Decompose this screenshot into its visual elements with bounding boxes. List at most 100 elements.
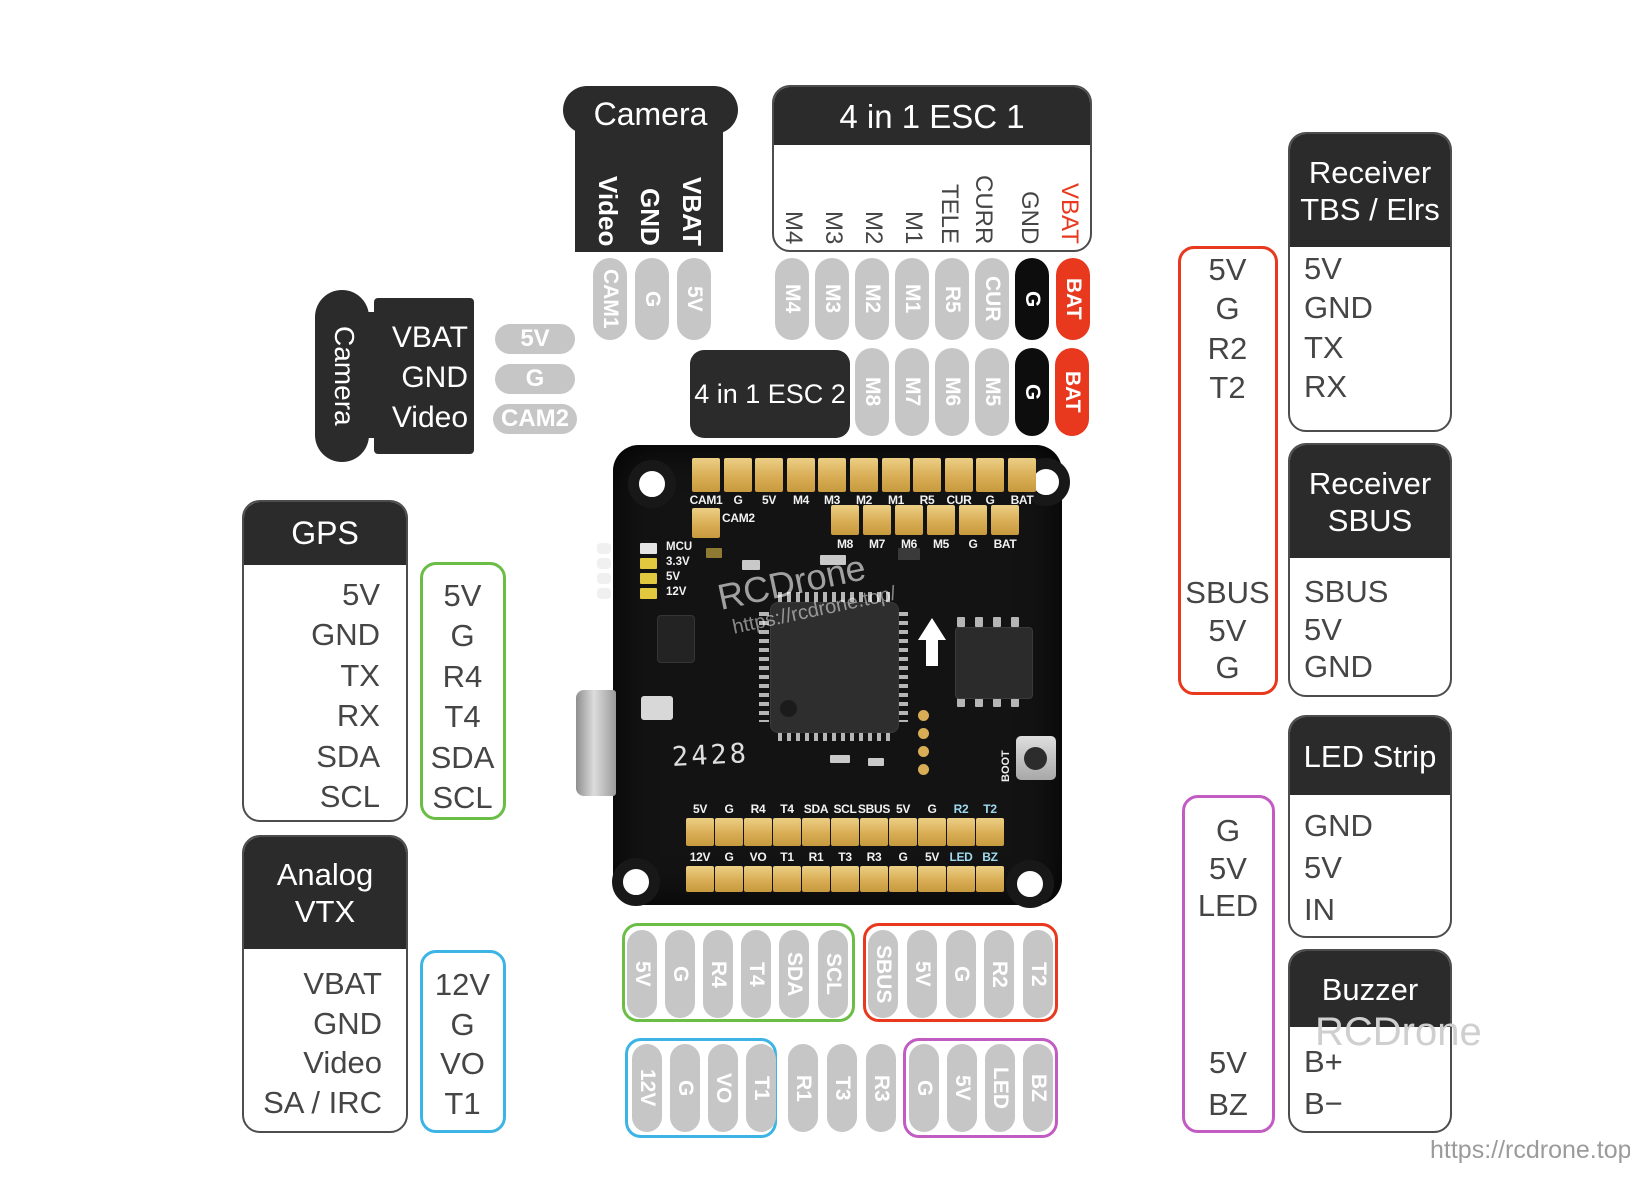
uart-pad-r3: R3 bbox=[866, 1044, 896, 1132]
silkscreen-label: 5V bbox=[924, 850, 940, 864]
esc1-pad-gnd: G bbox=[1015, 258, 1049, 340]
silkscreen-label: G bbox=[968, 537, 978, 551]
camera-left-pad: CAM2 bbox=[493, 404, 577, 434]
camera-top-pad: 5V bbox=[677, 258, 711, 340]
buzzer-title: Buzzer bbox=[1290, 951, 1450, 1027]
uart4-pad: SDA bbox=[779, 930, 809, 1018]
camera-left-pad: G bbox=[495, 364, 575, 394]
esc1-pad: R5 bbox=[935, 258, 969, 340]
led-label: 12V bbox=[666, 586, 687, 598]
receiver-sbus-panel: Receiver SBUS SBUS 5V GND bbox=[1288, 443, 1452, 697]
board-pad bbox=[692, 458, 720, 492]
esc1-pad: CUR bbox=[975, 258, 1009, 340]
board-pad bbox=[787, 458, 815, 492]
board-pad bbox=[686, 818, 714, 846]
board-pad bbox=[818, 458, 846, 492]
esc2-pad-gnd: G bbox=[1015, 348, 1049, 436]
board-pad bbox=[976, 818, 1004, 846]
silkscreen-label: CUR bbox=[946, 493, 972, 507]
mounting-hole bbox=[612, 858, 660, 906]
board-pad bbox=[715, 818, 743, 846]
silkscreen-label: BAT bbox=[993, 537, 1017, 551]
board-pad bbox=[976, 458, 1004, 492]
board-pad bbox=[882, 458, 910, 492]
silkscreen-label: M1 bbox=[887, 493, 905, 507]
analog-vtx-panel: Analog VTX VBAT GND Video SA / IRC bbox=[242, 835, 408, 1133]
receiver-pad-group: 5V G R2 T2 SBUS 5V G bbox=[1178, 246, 1278, 695]
silkscreen-label: LED bbox=[949, 850, 973, 864]
uart4-pad: SCL bbox=[818, 930, 848, 1018]
silkscreen-label: R4 bbox=[750, 802, 766, 816]
board-pad bbox=[692, 508, 720, 538]
receiver-sbus-pads: SBUS 5V G bbox=[1185, 575, 1270, 685]
buzzer-pads: 5V BZ bbox=[1208, 1045, 1248, 1122]
board-pad bbox=[947, 866, 975, 892]
board-pad bbox=[889, 818, 917, 846]
via bbox=[918, 746, 929, 757]
uart4-group-outline bbox=[622, 923, 855, 1022]
board-pad bbox=[802, 818, 830, 846]
gps-title: GPS bbox=[244, 502, 406, 565]
esc1-panel: 4 in 1 ESC 1 bbox=[772, 85, 1092, 252]
gps-pins: 5V GND TX RX SDA SCL bbox=[311, 577, 380, 815]
camera-left-pad: 5V bbox=[495, 324, 575, 354]
board-pad bbox=[831, 818, 859, 846]
esc1-title: 4 in 1 ESC 1 bbox=[774, 87, 1090, 145]
barometer-chip bbox=[641, 696, 673, 720]
vtx-pad: T1 bbox=[746, 1044, 776, 1132]
silkscreen-label: M3 bbox=[823, 493, 841, 507]
board-pad bbox=[945, 458, 973, 492]
receiver-tbs-pins: 5V GND TX RX bbox=[1304, 251, 1373, 404]
silkscreen-label: M4 bbox=[792, 493, 810, 507]
esc1-pin: CURR bbox=[970, 174, 997, 244]
board-pad bbox=[895, 505, 923, 535]
camera-top-pin: VBAT bbox=[677, 177, 707, 246]
board-pad bbox=[913, 458, 941, 492]
silkscreen-label: G bbox=[898, 850, 908, 864]
led-strip-panel: LED Strip GND 5V IN bbox=[1288, 715, 1452, 938]
vtx-pad: G bbox=[670, 1044, 700, 1132]
led-bz-pad: LED bbox=[985, 1044, 1015, 1132]
uart-pad-t3: T3 bbox=[827, 1044, 857, 1132]
esc2-pad: M5 bbox=[975, 348, 1009, 436]
led-strip-pads: G 5V LED bbox=[1197, 813, 1259, 923]
board-pad bbox=[802, 866, 830, 892]
silkscreen-label: T3 bbox=[838, 850, 852, 864]
esc1-pad-bat: BAT bbox=[1056, 258, 1090, 340]
camera-left-title: Camera bbox=[329, 326, 360, 426]
board-pad bbox=[918, 866, 946, 892]
led-bz-pad: 5V bbox=[947, 1044, 977, 1132]
board-pad bbox=[860, 818, 888, 846]
led-bz-pad: G bbox=[909, 1044, 939, 1132]
watermark-brand: RCDrone bbox=[1315, 1010, 1482, 1054]
camera-top-pad: G bbox=[635, 258, 669, 340]
esc1-pin: TELE bbox=[936, 183, 963, 244]
board-pad bbox=[773, 866, 801, 892]
uart-pad-r1: R1 bbox=[788, 1044, 818, 1132]
silkscreen-label: T1 bbox=[780, 850, 794, 864]
mounting-hole bbox=[628, 460, 676, 508]
board-pad bbox=[744, 866, 772, 892]
board-pad bbox=[991, 505, 1019, 535]
buzzer-pins: B+ B− bbox=[1304, 1044, 1343, 1121]
silkscreen-label: BZ bbox=[982, 850, 998, 864]
gps-panel: GPS 5V GND TX RX SDA SCL bbox=[242, 500, 408, 822]
silkscreen-label: M6 bbox=[900, 537, 918, 551]
silkscreen-label: R2 bbox=[953, 802, 969, 816]
silkscreen-label: G bbox=[724, 850, 734, 864]
board-pad bbox=[831, 505, 859, 535]
silkscreen-label: BAT bbox=[1010, 493, 1034, 507]
board-pad bbox=[715, 866, 743, 892]
board-pad bbox=[959, 505, 987, 535]
uart4-pad: R4 bbox=[703, 930, 733, 1018]
board-pad bbox=[863, 505, 891, 535]
silkscreen-label: SCL bbox=[833, 802, 857, 816]
board-pad bbox=[850, 458, 878, 492]
silkscreen-label: M8 bbox=[836, 537, 854, 551]
receiver-tbs-title: Receiver TBS / Elrs bbox=[1290, 134, 1450, 247]
analog-vtx-pad-group: 12V G VO T1 bbox=[420, 950, 506, 1133]
silkscreen-label: G bbox=[724, 802, 734, 816]
vtx-pad: VO bbox=[708, 1044, 738, 1132]
gps-pad-group: 5V G R4 T4 SDA SCL bbox=[420, 562, 506, 820]
analog-vtx-title: Analog VTX bbox=[244, 837, 406, 949]
